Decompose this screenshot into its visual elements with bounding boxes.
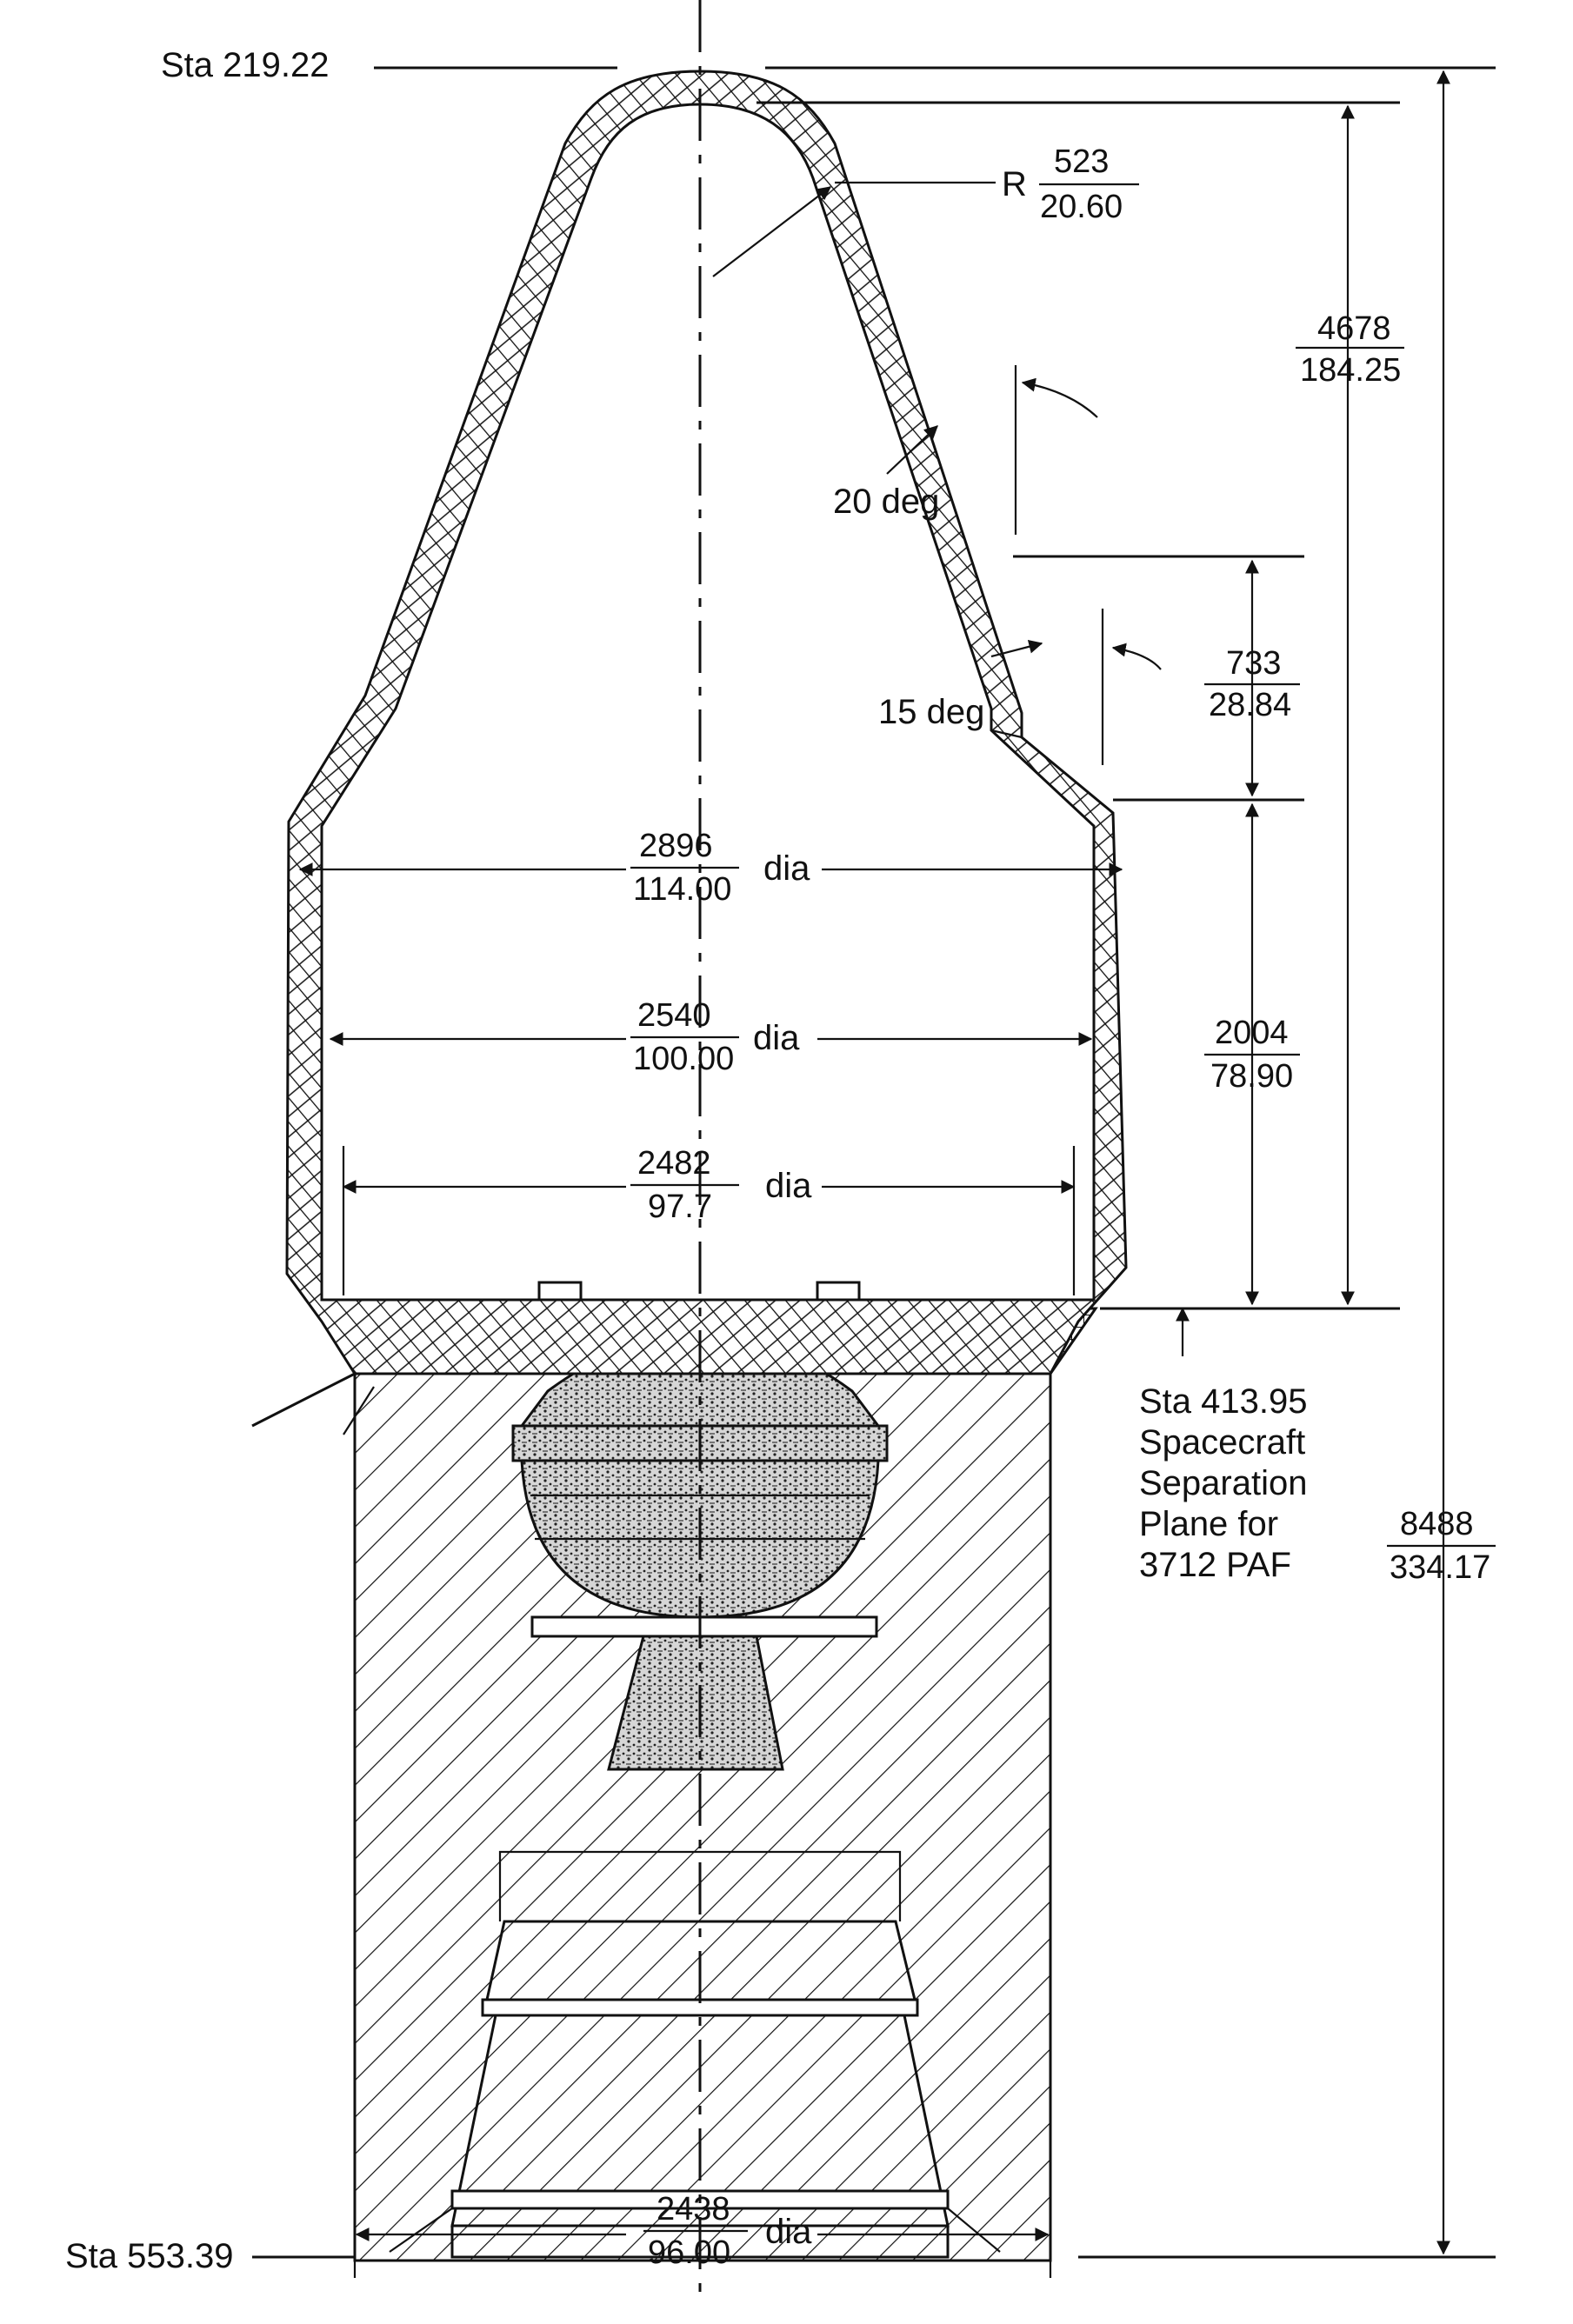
cylinder-metric: 2004 <box>1215 1015 1289 1051</box>
envelope-dia-suffix: dia <box>753 1019 800 1057</box>
cone-band-metric: 733 <box>1226 645 1281 682</box>
fairing-shell <box>285 70 1128 1375</box>
overall-metric: 8488 <box>1400 1506 1474 1542</box>
separation-line-1: Sta 413.95 <box>1139 1382 1308 1421</box>
cylinder-label: 2004 78.90 <box>1204 1015 1300 1095</box>
diameter-lines <box>298 862 1123 2278</box>
envelope-dia-imperial: 100.00 <box>633 1041 734 1077</box>
overall-imperial: 334.17 <box>1390 1549 1490 1586</box>
fairing-dia-metric: 2896 <box>639 828 713 864</box>
usable-dia-imperial: 97.7 <box>648 1189 712 1225</box>
station-label-bottom: Sta 553.39 <box>65 2237 234 2275</box>
usable-diameter-label: 2482 97.7 dia <box>630 1145 812 1225</box>
angle-label-upper: 20 deg <box>833 483 939 521</box>
station-label-top: Sta 219.22 <box>161 46 330 84</box>
separation-line-2: Spacecraft <box>1139 1423 1305 1462</box>
leader-lines <box>712 181 1190 1356</box>
stage-dia-metric: 2438 <box>657 2191 730 2227</box>
fairing-dia-suffix: dia <box>763 849 810 888</box>
separation-station-label: Sta 413.95 Spacecraft Separation Plane f… <box>1139 1382 1308 1584</box>
nose-height-metric: 4678 <box>1317 310 1391 347</box>
radius-prefix: R <box>1002 165 1027 203</box>
usable-dia-suffix: dia <box>765 1167 812 1205</box>
envelope-diameter-label: 2540 100.00 dia <box>630 997 800 1077</box>
nose-radius-label: R 523 20.60 <box>1002 143 1139 225</box>
separation-line-4: Plane for <box>1139 1505 1278 1543</box>
radius-metric: 523 <box>1054 143 1109 180</box>
stage-diameter-label: 2438 96.00 dia <box>643 2191 812 2271</box>
station-lines <box>252 66 1496 2259</box>
separation-line-3: Separation <box>1139 1464 1307 1502</box>
stage-dia-suffix: dia <box>765 2213 812 2251</box>
envelope-dia-metric: 2540 <box>637 997 711 1034</box>
vertical-dimension-lines <box>1245 70 1450 2255</box>
stage-dia-imperial: 96.00 <box>648 2234 730 2271</box>
radius-imperial: 20.60 <box>1040 189 1123 225</box>
cone-band-imperial: 28.84 <box>1209 687 1291 723</box>
angle-label-lower: 15 deg <box>878 693 984 731</box>
fairing-diameter-label: 2896 114.00 dia <box>630 828 810 908</box>
nose-height-imperial: 184.25 <box>1300 352 1401 389</box>
fairing-dia-imperial: 114.00 <box>633 871 731 908</box>
separation-line-5: 3712 PAF <box>1139 1546 1291 1584</box>
nose-height-label: 4678 184.25 <box>1296 310 1404 389</box>
overall-length-label: 8488 334.17 <box>1387 1506 1496 1586</box>
cylinder-imperial: 78.90 <box>1210 1058 1293 1095</box>
cone-band-label: 733 28.84 <box>1204 645 1300 723</box>
usable-dia-metric: 2482 <box>637 1145 711 1182</box>
